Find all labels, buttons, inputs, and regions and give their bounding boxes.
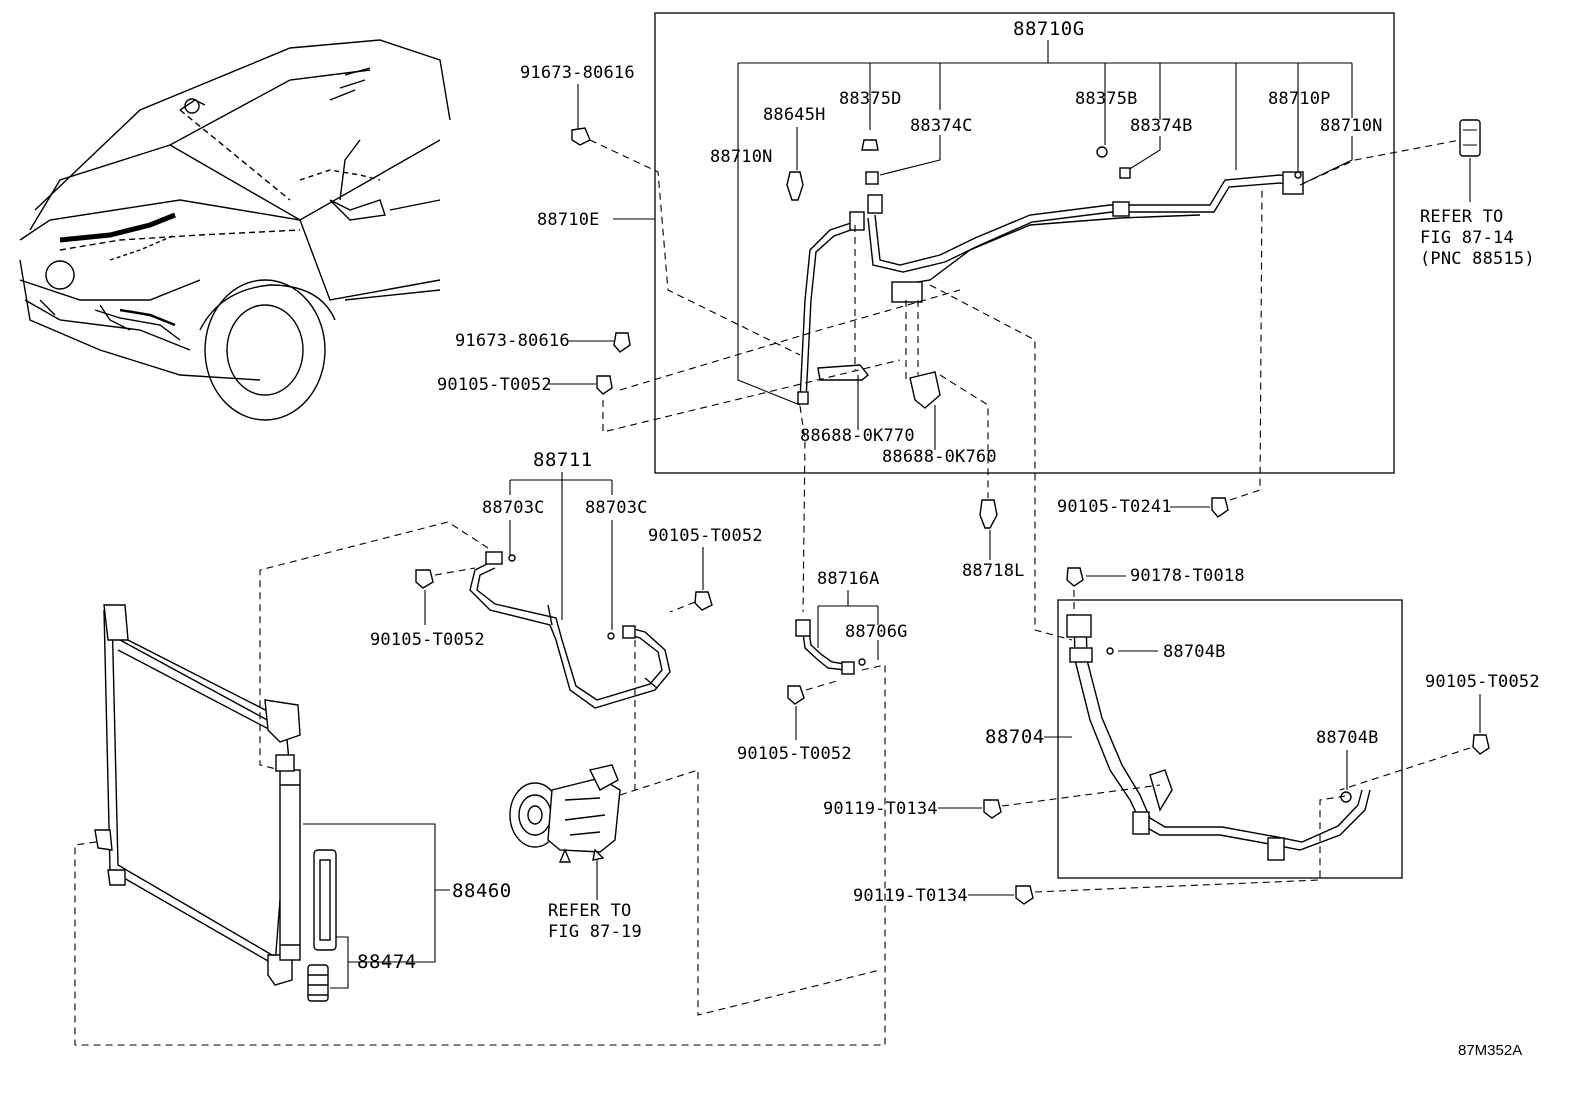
refer-88515-line1: REFER TO bbox=[1420, 207, 1503, 227]
label-88703C-right: 88703C bbox=[585, 498, 648, 518]
label-88688-0K760: 88688-0K760 bbox=[882, 447, 997, 467]
desiccant-88474 bbox=[307, 849, 337, 1002]
label-88710G: 88710G bbox=[1013, 18, 1085, 40]
refer-88515-line3: (PNC 88515) bbox=[1420, 249, 1535, 269]
label-88375B: 88375B bbox=[1075, 89, 1138, 109]
valve-core-88374b bbox=[1119, 167, 1131, 179]
label-88688-0K770: 88688-0K770 bbox=[800, 426, 915, 446]
clamp-88718l bbox=[979, 499, 998, 529]
oring-88704b-right bbox=[1340, 791, 1352, 803]
liquid-tube-88716a bbox=[795, 619, 855, 675]
label-88374C: 88374C bbox=[910, 116, 973, 136]
condenser-88460 bbox=[94, 604, 301, 986]
bolt-90105-c bbox=[415, 569, 434, 589]
bolt-90119-a bbox=[983, 799, 1002, 819]
label-88718L: 88718L bbox=[962, 561, 1025, 581]
label-90119-T0134-a: 90119-T0134 bbox=[823, 799, 938, 819]
label-90105-T0052-c: 90105-T0052 bbox=[370, 630, 485, 650]
block-88515 bbox=[1459, 119, 1481, 157]
refer-compressor-line2: FIG 87-19 bbox=[548, 922, 642, 942]
valve-core-88374c bbox=[865, 171, 879, 185]
bolt-90105-e bbox=[1472, 734, 1490, 755]
label-91673-80616-top: 91673-80616 bbox=[520, 63, 635, 83]
vehicle-illustration bbox=[19, 39, 451, 421]
label-88710N-right: 88710N bbox=[1320, 116, 1383, 136]
pressure-switch-88645h bbox=[786, 171, 804, 201]
discharge-hose-88711 bbox=[469, 551, 671, 709]
refer-88515-line2: FIG 87-14 bbox=[1420, 228, 1514, 248]
assembly-box-88704 bbox=[1057, 599, 1403, 879]
label-88706G: 88706G bbox=[845, 622, 908, 642]
oring-88710p bbox=[1294, 171, 1302, 179]
label-88374B: 88374B bbox=[1130, 116, 1193, 136]
label-88710N-left: 88710N bbox=[710, 147, 773, 167]
suction-hose-88704 bbox=[1066, 614, 1371, 861]
label-90105-T0052-d: 90105-T0052 bbox=[737, 744, 852, 764]
nut-90178 bbox=[1066, 567, 1084, 587]
label-90105-T0052-a: 90105-T0052 bbox=[437, 375, 552, 395]
label-88704B-right: 88704B bbox=[1316, 728, 1379, 748]
bolt-90105-d bbox=[787, 685, 805, 705]
bolt-90105-b bbox=[694, 591, 713, 611]
oring-88706g bbox=[858, 658, 866, 666]
diagram-code: 87M352A bbox=[1458, 1042, 1522, 1059]
label-88645H: 88645H bbox=[763, 105, 826, 125]
oring-88703c-right bbox=[607, 632, 615, 640]
label-88704: 88704 bbox=[985, 726, 1045, 748]
label-90178-T0018: 90178-T0018 bbox=[1130, 566, 1245, 586]
label-91673-80616-mid: 91673-80616 bbox=[455, 331, 570, 351]
assembly-box-88710g bbox=[654, 12, 1395, 474]
label-88703C-left: 88703C bbox=[482, 498, 545, 518]
label-90119-T0134-b: 90119-T0134 bbox=[853, 886, 968, 906]
label-88460: 88460 bbox=[452, 880, 512, 902]
liquid-pipe-88710g bbox=[797, 171, 1304, 409]
bolt-90105-a bbox=[596, 375, 613, 395]
label-90105-T0052-e: 90105-T0052 bbox=[1425, 672, 1540, 692]
cap-88375b bbox=[1096, 146, 1108, 158]
label-88711: 88711 bbox=[533, 449, 593, 471]
bolt-90119-b bbox=[1015, 885, 1034, 905]
label-90105-T0052-b: 90105-T0052 bbox=[648, 526, 763, 546]
bolt-91673-top bbox=[571, 127, 591, 146]
oring-88704b-top bbox=[1106, 647, 1114, 655]
cap-88375d bbox=[861, 139, 879, 151]
label-88710E: 88710E bbox=[537, 210, 600, 230]
refer-compressor-line1: REFER TO bbox=[548, 901, 631, 921]
label-90105-T0241: 90105-T0241 bbox=[1057, 497, 1172, 517]
label-88375D: 88375D bbox=[839, 89, 902, 109]
bolt-91673-mid bbox=[613, 332, 631, 353]
label-88710P: 88710P bbox=[1268, 89, 1331, 109]
label-88716A: 88716A bbox=[817, 569, 880, 589]
oring-88703c-left bbox=[508, 554, 516, 562]
label-88474: 88474 bbox=[357, 951, 417, 973]
bolt-90105-T0241 bbox=[1211, 497, 1229, 518]
compressor bbox=[509, 764, 621, 863]
label-88704B-top: 88704B bbox=[1163, 642, 1226, 662]
